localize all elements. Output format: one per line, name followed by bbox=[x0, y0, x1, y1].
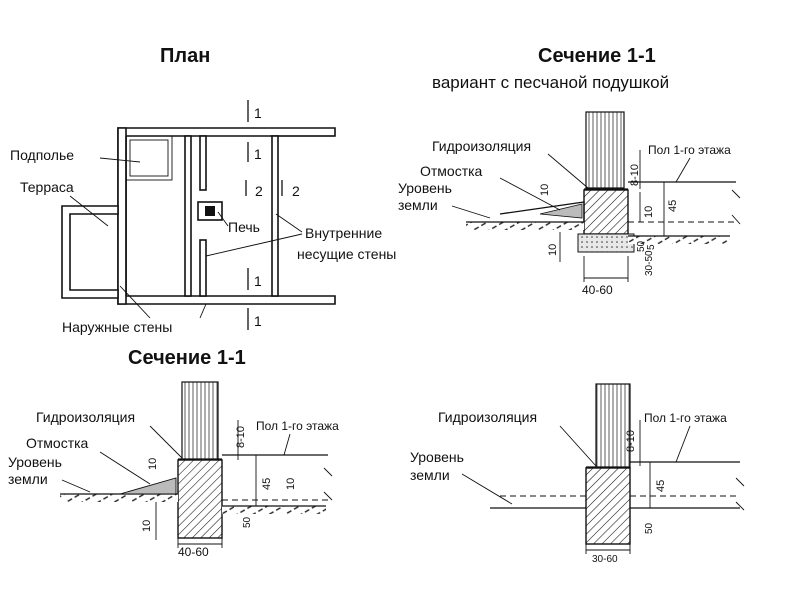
stove bbox=[197, 201, 223, 221]
dimensions-br: 8-10 45 50 30-60 bbox=[585, 420, 667, 565]
dim-10b-top: 10 bbox=[643, 206, 655, 218]
terrace bbox=[61, 205, 119, 299]
section-variant-3: Гидроизоляция Уровень земли Пол 1-го эта… bbox=[410, 383, 745, 565]
label-ground1-br: Уровень bbox=[410, 449, 464, 465]
sand-cushion bbox=[577, 233, 635, 253]
mark-1-top: 1 bbox=[254, 105, 262, 121]
label-outer-walls: Наружные стены bbox=[62, 319, 172, 335]
dim-5-top: 5 bbox=[646, 244, 657, 250]
foundation-block bbox=[583, 189, 629, 235]
dim-40-60-top: 40-60 bbox=[582, 283, 613, 297]
label-ground2-bl: земли bbox=[8, 471, 48, 487]
mark-1-bottom-b: 1 bbox=[254, 313, 262, 329]
label-ground1-top: Уровень bbox=[398, 180, 452, 196]
dim-8-10-br: 8-10 bbox=[625, 430, 637, 452]
dim-45-top: 45 bbox=[667, 200, 679, 212]
label-terrasa: Терраса bbox=[20, 179, 74, 195]
label-ground2-br: земли bbox=[410, 467, 450, 483]
label-inner-walls-1: Внутренние bbox=[305, 225, 382, 241]
dim-40-60-bl: 40-60 bbox=[178, 545, 209, 559]
inner-walls bbox=[125, 135, 279, 297]
mark-2-left: 2 bbox=[255, 183, 263, 199]
dim-10b-bl: 10 bbox=[285, 478, 297, 490]
dim-50-br: 50 bbox=[644, 522, 655, 534]
label-inner-walls-2: несущие стены bbox=[297, 246, 396, 262]
section-marks: 1 1 1 1 2 2 bbox=[245, 100, 300, 330]
section-top-subtitle: вариант с песчаной подушкой bbox=[432, 73, 669, 92]
dim-50-bl: 50 bbox=[242, 516, 253, 528]
label-floor-bl: Пол 1-го этажа bbox=[256, 419, 339, 433]
dim-10c-top: 10 bbox=[547, 244, 559, 256]
label-otmostka-top: Отмостка bbox=[420, 163, 483, 179]
outer-walls bbox=[117, 127, 336, 305]
mark-1-top-b: 1 bbox=[254, 146, 262, 162]
label-ground1-bl: Уровень bbox=[8, 454, 62, 470]
label-floor-top: Пол 1-го этажа bbox=[648, 143, 731, 157]
label-ground2-top: земли bbox=[398, 197, 438, 213]
plan: План bbox=[10, 45, 396, 335]
dim-30-60-br: 30-60 bbox=[592, 554, 618, 565]
label-waterproof-br: Гидроизоляция bbox=[438, 409, 537, 425]
dim-50-top: 50 bbox=[636, 240, 647, 252]
wall-log-bl bbox=[181, 381, 219, 461]
mark-1-bottom: 1 bbox=[254, 273, 262, 289]
label-waterproof-top: Гидроизоляция bbox=[432, 138, 531, 154]
dimensions-bl: 8-10 10 45 10 10 50 40-60 bbox=[141, 420, 297, 559]
podpolye-room bbox=[125, 135, 173, 181]
wall-log bbox=[585, 111, 625, 189]
dim-10a-top: 10 bbox=[539, 184, 551, 196]
section-bl-title: Сечение 1-1 bbox=[128, 347, 246, 369]
dim-30-50-top: 30-50 bbox=[644, 250, 655, 276]
label-podpolye: Подполье bbox=[10, 147, 74, 163]
label-floor-br: Пол 1-го этажа bbox=[644, 411, 727, 425]
section-top-title: Сечение 1-1 bbox=[538, 45, 656, 67]
dim-45-bl: 45 bbox=[261, 478, 273, 490]
dim-45-br: 45 bbox=[655, 480, 667, 492]
dim-10c-bl: 10 bbox=[141, 520, 153, 532]
dim-8-10-bl: 8-10 bbox=[235, 426, 247, 448]
mark-2-right: 2 bbox=[292, 183, 300, 199]
section-basic: Сечение 1-1 Гидроизоляция Отмостка Урове… bbox=[8, 347, 339, 559]
plan-title: План bbox=[160, 45, 210, 67]
foundation-block-br bbox=[585, 467, 631, 545]
dim-10a-bl: 10 bbox=[147, 458, 159, 470]
dimensions-top: 8-10 10 10 45 10 5 50 30-50 40-60 bbox=[539, 150, 679, 297]
foundation-block-bl bbox=[177, 459, 223, 539]
label-otmostka-bl: Отмостка bbox=[26, 435, 89, 451]
label-waterproof-bl: Гидроизоляция bbox=[36, 409, 135, 425]
wall-log-br bbox=[595, 383, 631, 469]
label-pech: Печь bbox=[228, 219, 260, 235]
section-sand-cushion: Сечение 1-1 вариант с песчаной подушкой … bbox=[398, 45, 741, 297]
dim-8-10-top: 8-10 bbox=[629, 164, 641, 186]
